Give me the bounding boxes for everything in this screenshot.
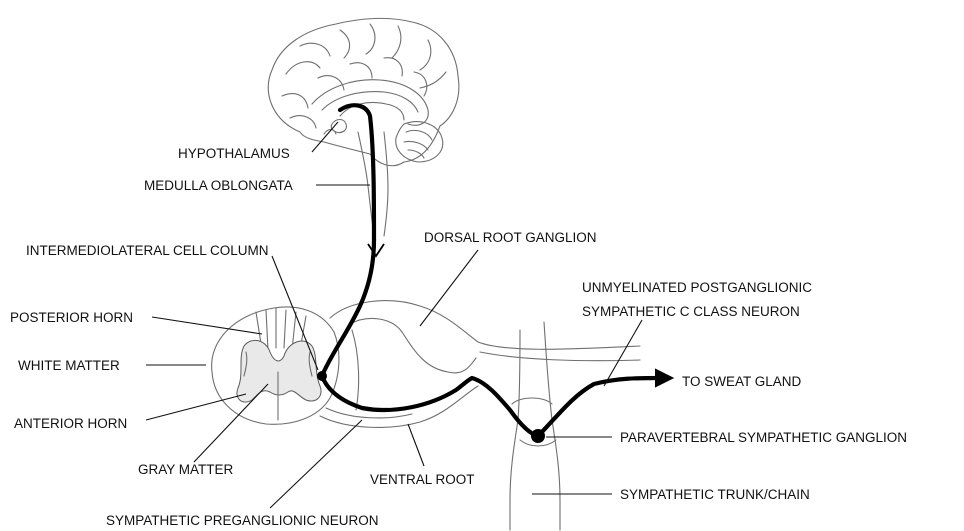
- leader-posterior-horn: [152, 317, 262, 334]
- leader-unmyelinated: [604, 320, 642, 386]
- sweat-gland-arrowhead: [656, 370, 672, 386]
- label-to-sweat-gland: TO SWEAT GLAND: [682, 374, 802, 389]
- label-anterior-horn: ANTERIOR HORN: [14, 416, 127, 431]
- spinal-cord-section: [212, 307, 339, 424]
- label-hypothalamus: HYPOTHALAMUS: [178, 146, 290, 161]
- label-unmyelinated-line1: UNMYELINATED POSTGANGLIONIC: [582, 280, 812, 295]
- paravertebral-ganglion-dot: [531, 429, 545, 443]
- postganglionic-pathway: [538, 378, 662, 436]
- label-gray-matter: GRAY MATTER: [138, 462, 234, 477]
- label-white-matter: WHITE MATTER: [18, 358, 120, 373]
- label-preganglionic-neuron: SYMPATHETIC PREGANGLIONIC NEURON: [106, 513, 379, 528]
- label-sympathetic-trunk: SYMPATHETIC TRUNK/CHAIN: [620, 487, 810, 502]
- intermediolateral-neuron-dot: [317, 371, 327, 381]
- label-paravertebral-ganglion: PARAVERTEBRAL SYMPATHETIC GANGLION: [620, 430, 907, 445]
- leader-dorsal-root-ganglion: [420, 250, 478, 326]
- label-intermediolateral-cell-column: INTERMEDIOLATERAL CELL COLUMN: [26, 243, 269, 258]
- label-posterior-horn: POSTERIOR HORN: [10, 310, 133, 325]
- label-medulla-oblongata: MEDULLA OBLONGATA: [144, 178, 293, 193]
- leader-ventral-root: [408, 424, 424, 466]
- brain-illustration: [268, 18, 459, 236]
- leader-gray-matter: [194, 384, 268, 462]
- label-ventral-root: VENTRAL ROOT: [370, 472, 475, 487]
- leader-preganglionic: [270, 420, 362, 508]
- labels: HYPOTHALAMUS MEDULLA OBLONGATA INTERMEDI…: [10, 146, 907, 528]
- label-unmyelinated-line2: SYMPATHETIC C CLASS NEURON: [582, 304, 800, 319]
- label-dorsal-root-ganglion: DORSAL ROOT GANGLION: [424, 230, 597, 245]
- sympathetic-trunk-illustration: [510, 322, 560, 530]
- preganglionic-pathway: [322, 105, 538, 436]
- leader-anterior-horn: [146, 394, 246, 420]
